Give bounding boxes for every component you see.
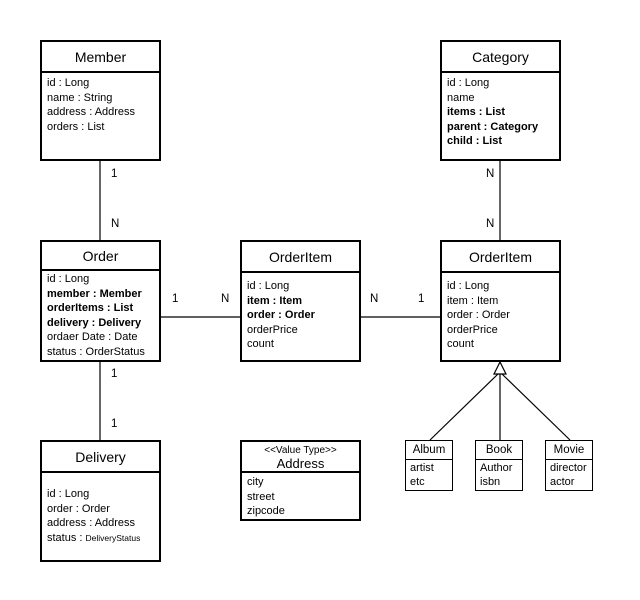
address-stereotype: <<Value Type>>	[264, 444, 337, 456]
address-title: Address	[276, 455, 325, 471]
category-field: id : Long	[447, 77, 490, 89]
orderitem-field: orderPrice	[247, 323, 298, 336]
delivery-status-label: status :	[47, 531, 86, 544]
member-field: id : Long	[47, 77, 90, 89]
multiplicity-member-order-top: 1	[111, 168, 118, 180]
movie-field: actor	[550, 476, 575, 488]
album-inheritance-line	[429, 373, 499, 441]
orderitem-field: order : Order	[447, 309, 510, 321]
order-field: delivery : Delivery	[47, 316, 142, 329]
orderitem-field: item : Item	[447, 294, 499, 307]
orderitem-fields: id : Long item : Item order : Order orde…	[242, 273, 359, 352]
multiplicity-order-delivery-top: 1	[111, 368, 118, 380]
delivery-title: Delivery	[42, 442, 159, 473]
multiplicity-orderitem-orderitem-right: 1	[418, 293, 425, 305]
category-field: parent : Category	[447, 120, 539, 133]
orderitem-title: OrderItem	[242, 242, 359, 273]
order-field: orderItems : List	[47, 302, 134, 314]
movie-title: Movie	[546, 441, 592, 460]
address-field: city	[247, 476, 264, 488]
delivery-fields: id : Long order : Order address : Addres…	[42, 473, 159, 545]
category-field: name	[447, 91, 475, 104]
delivery-field: order : Order	[47, 502, 110, 515]
orderitem-field: id : Long	[447, 280, 490, 292]
multiplicity-member-order-bottom: N	[111, 218, 120, 230]
multiplicity-order-orderitem-right: N	[221, 293, 230, 305]
category-field: items : List	[447, 106, 506, 118]
address-value-type: <<Value Type>> Address city street zipco…	[240, 440, 361, 521]
orderitem-entity-middle: OrderItem id : Long item : Item order : …	[240, 240, 361, 362]
address-header: <<Value Type>> Address	[242, 442, 359, 473]
order-field: id : Long	[47, 273, 90, 285]
orderitem-field: orderPrice	[447, 323, 498, 336]
book-field: Author	[480, 462, 513, 474]
delivery-field: status : DeliveryStatus	[47, 531, 155, 546]
member-title: Member	[42, 42, 159, 73]
movie-field: director	[550, 462, 587, 474]
delivery-field: id : Long	[47, 488, 90, 500]
order-field: ordaer Date : Date	[47, 331, 138, 343]
orderitem-field: item : Item	[247, 294, 303, 307]
member-field: orders : List	[47, 120, 105, 133]
album-fields: artist etc	[406, 460, 452, 489]
book-title: Book	[476, 441, 522, 460]
order-entity: Order id : Long member : Member orderIte…	[40, 240, 161, 362]
album-field: etc	[410, 476, 425, 488]
member-entity: Member id : Long name : String address :…	[40, 40, 161, 161]
orderitem-entity-right: OrderItem id : Long item : Item order : …	[440, 240, 561, 362]
member-fields: id : Long name : String address : Addres…	[42, 73, 159, 134]
multiplicity-order-delivery-bottom: 1	[111, 418, 118, 430]
address-field: zipcode	[247, 505, 285, 517]
delivery-status-type: DeliveryStatus	[85, 532, 141, 543]
orderitem-fields: id : Long item : Item order : Order orde…	[442, 273, 559, 352]
order-fields: id : Long member : Member orderItems : L…	[42, 271, 159, 359]
orderitem-field: count	[447, 338, 474, 350]
order-field: member : Member	[47, 287, 142, 300]
album-field: artist	[410, 462, 434, 474]
orderitem-field: order : Order	[247, 309, 315, 321]
orderitem-title: OrderItem	[442, 242, 559, 273]
delivery-entity: Delivery id : Long order : Order address…	[40, 440, 161, 562]
multiplicity-category-orderitem-top: N	[486, 168, 495, 180]
order-title: Order	[42, 242, 159, 271]
member-field: address : Address	[47, 106, 136, 118]
category-entity: Category id : Long name items : List par…	[440, 40, 561, 161]
book-entity: Book Author isbn	[475, 440, 523, 491]
orderitem-field: count	[247, 338, 274, 350]
member-field: name : String	[47, 91, 113, 104]
multiplicity-order-orderitem-left: 1	[172, 293, 179, 305]
delivery-field: address : Address	[47, 517, 136, 529]
book-field: isbn	[480, 476, 501, 488]
book-fields: Author isbn	[476, 460, 522, 489]
movie-entity: Movie director actor	[545, 440, 593, 491]
order-field: status : OrderStatus	[47, 345, 145, 358]
album-entity: Album artist etc	[405, 440, 453, 491]
generalization-arrowhead	[493, 360, 507, 375]
category-field: child : List	[447, 135, 502, 147]
album-title: Album	[406, 441, 452, 460]
category-fields: id : Long name items : List parent : Cat…	[442, 73, 559, 149]
orderitem-field: id : Long	[247, 280, 290, 292]
address-field: street	[247, 490, 275, 503]
category-title: Category	[442, 42, 559, 73]
multiplicity-category-orderitem-bottom: N	[486, 218, 495, 230]
multiplicity-orderitem-orderitem-left: N	[370, 293, 379, 305]
movie-fields: director actor	[546, 460, 592, 489]
movie-inheritance-line	[501, 373, 571, 441]
address-fields: city street zipcode	[242, 473, 359, 519]
